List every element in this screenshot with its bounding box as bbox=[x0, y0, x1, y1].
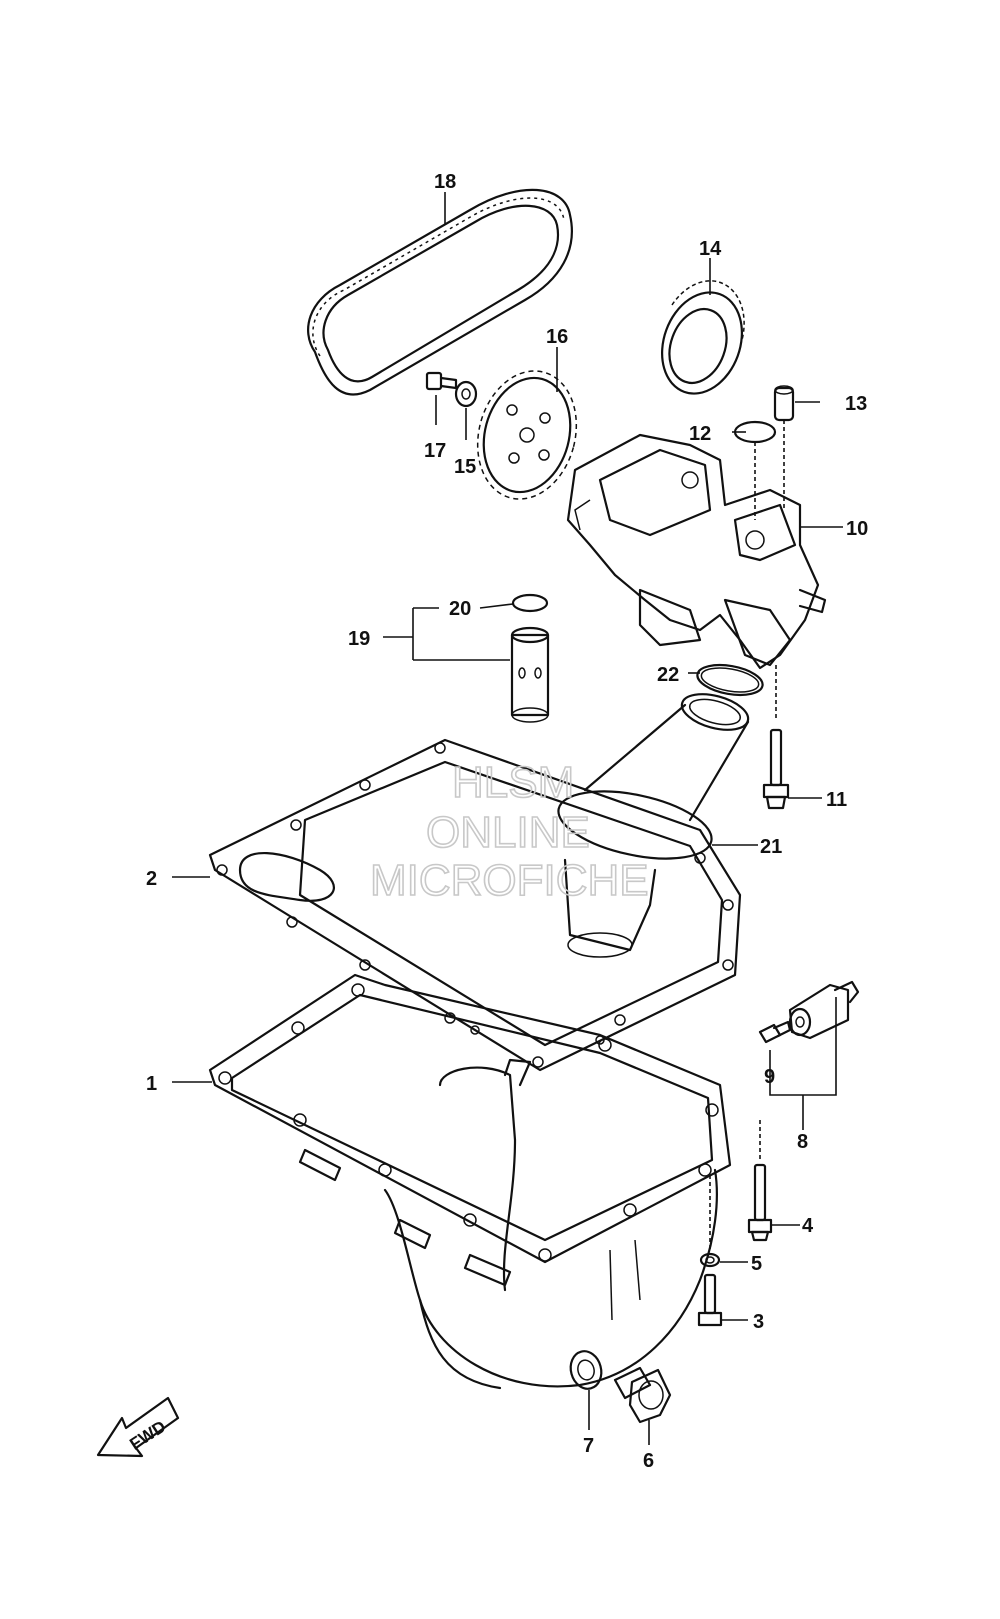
callout-14: 14 bbox=[699, 238, 722, 260]
oil-pressure-switch bbox=[788, 980, 860, 1040]
callout-2: 2 bbox=[146, 868, 157, 890]
switch-bolt bbox=[758, 1020, 792, 1044]
oil-pan-bolt-long bbox=[747, 1120, 773, 1242]
oil-pan-gasket bbox=[208, 738, 742, 1072]
callout-11: 11 bbox=[826, 789, 847, 811]
oil-pan bbox=[208, 973, 732, 1390]
oil-strainer bbox=[557, 693, 750, 958]
callout-20: 20 bbox=[449, 598, 471, 620]
callout-1: 1 bbox=[146, 1073, 157, 1095]
callout-7: 7 bbox=[583, 1435, 594, 1457]
drain-gasket-washer bbox=[699, 1252, 721, 1268]
pump-mounting-bolt bbox=[762, 665, 790, 810]
relief-valve-o-ring bbox=[511, 593, 549, 613]
oil-drain-plug bbox=[613, 1366, 672, 1424]
dowel-pin bbox=[773, 385, 795, 422]
pump-sprocket bbox=[476, 370, 578, 500]
watermark-line-2: ONLINE bbox=[426, 808, 590, 857]
callout-18: 18 bbox=[434, 171, 456, 193]
sprocket-washer bbox=[454, 380, 478, 408]
callout-13: 13 bbox=[845, 393, 867, 415]
oil-pan-bolt-short bbox=[697, 1175, 723, 1327]
callout-16: 16 bbox=[546, 326, 568, 348]
watermark-line-1: HLSM bbox=[452, 758, 574, 807]
strainer-o-ring bbox=[696, 663, 764, 697]
oil-relief-valve bbox=[510, 626, 550, 723]
callout-15: 15 bbox=[454, 456, 476, 478]
callout-9: 9 bbox=[764, 1066, 775, 1088]
callout-22: 22 bbox=[657, 664, 679, 686]
callout-numbers: 18 14 16 13 12 17 15 10 20 19 22 11 21 2… bbox=[146, 171, 868, 1472]
callout-8: 8 bbox=[797, 1131, 808, 1153]
callout-10: 10 bbox=[846, 518, 868, 540]
callout-5: 5 bbox=[751, 1253, 762, 1275]
sprocket-bolt bbox=[425, 371, 458, 391]
callout-4: 4 bbox=[802, 1215, 814, 1237]
oil-pump-assembly bbox=[566, 433, 827, 670]
watermark: HLSM ONLINE MICROFICHE bbox=[369, 757, 649, 906]
leader-lines bbox=[172, 192, 843, 1445]
pump-drive-gear bbox=[661, 280, 745, 395]
drain-plug-washer bbox=[569, 1350, 603, 1390]
callout-19: 19 bbox=[348, 628, 370, 650]
callout-12: 12 bbox=[689, 423, 711, 445]
callout-6: 6 bbox=[643, 1450, 654, 1472]
callout-21: 21 bbox=[760, 836, 782, 858]
forward-direction-arrow: FWD bbox=[96, 1396, 180, 1458]
callout-3: 3 bbox=[753, 1311, 764, 1333]
drive-chain bbox=[307, 188, 573, 396]
callout-17: 17 bbox=[424, 440, 446, 462]
watermark-line-3: MICROFICHE bbox=[370, 856, 649, 905]
